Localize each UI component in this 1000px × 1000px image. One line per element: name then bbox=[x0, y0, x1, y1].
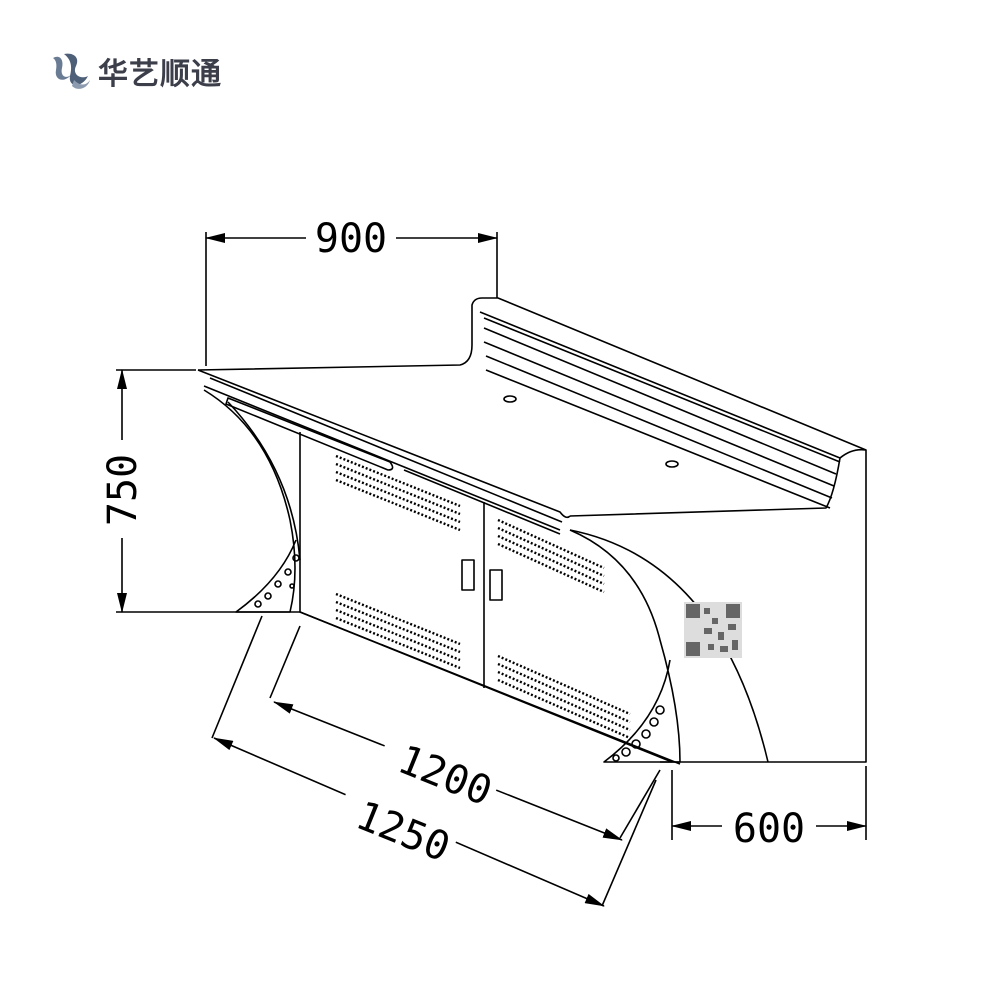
cabinet-bottom bbox=[299, 611, 673, 763]
top-front-edge bbox=[197, 369, 571, 519]
riser-stripes bbox=[483, 317, 841, 509]
top-hole-2 bbox=[665, 460, 679, 468]
top-hole-1 bbox=[503, 395, 517, 403]
dim-label-750: 750 bbox=[100, 454, 146, 526]
qr-code-icon bbox=[684, 602, 742, 658]
cable-groove-left bbox=[225, 397, 394, 471]
brand-name: 华艺顺通 bbox=[98, 57, 222, 92]
left-vent-holes bbox=[254, 554, 300, 608]
dim-label-900: 900 bbox=[315, 216, 387, 262]
hs-logo-icon bbox=[53, 53, 90, 89]
brand-header: 华艺顺通 bbox=[50, 48, 222, 94]
shelf-riser bbox=[479, 311, 841, 517]
door-handle-right bbox=[489, 569, 503, 601]
dim-label-600: 600 bbox=[733, 806, 805, 852]
dim-label-1250: 1250 bbox=[350, 793, 457, 872]
door-handle-left bbox=[461, 559, 475, 591]
left-end-panel bbox=[203, 389, 297, 613]
dim-label-1200: 1200 bbox=[392, 737, 499, 816]
corner-post bbox=[839, 448, 867, 459]
right-end-panel bbox=[569, 529, 681, 763]
desk-top bbox=[197, 297, 867, 763]
cable-groove-right bbox=[403, 469, 561, 535]
